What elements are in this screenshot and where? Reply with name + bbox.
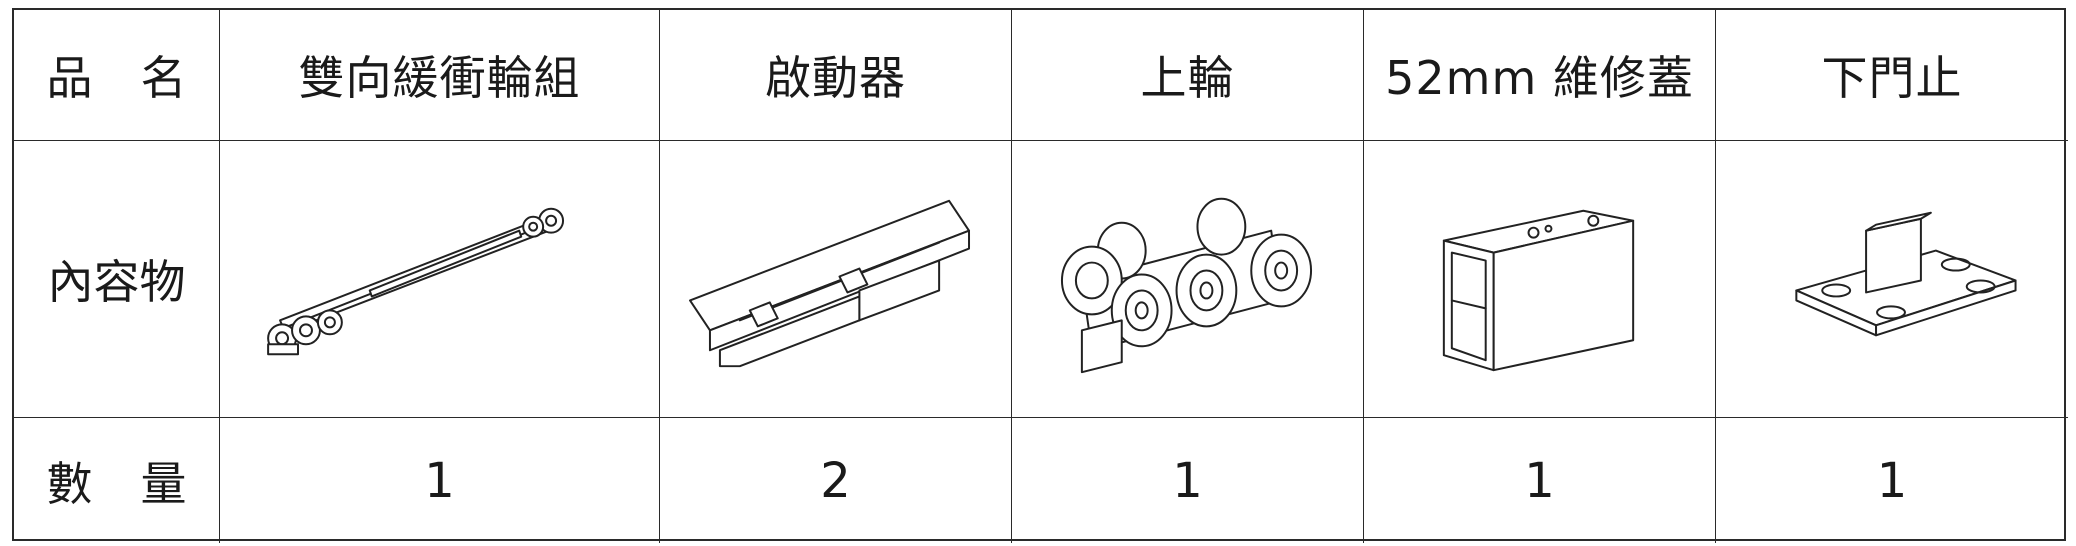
header-maintenance-cover: 52mm 維修蓋 xyxy=(1364,10,1716,141)
item-image-cell-4 xyxy=(1364,141,1716,418)
row-label-name-char-2: 名 xyxy=(140,51,187,105)
bottom-door-stop-icon xyxy=(1795,211,2017,337)
row-label-name-char-1: 品 xyxy=(46,51,93,105)
header-buffer-wheel-set: 雙向緩衝輪組 xyxy=(220,10,660,141)
buffer-rail-assembly-icon xyxy=(267,207,565,356)
maintenance-cover-icon xyxy=(1442,209,1635,372)
row-label-name: 品 名 xyxy=(14,10,220,141)
qty-cell-4: 1 xyxy=(1364,418,1716,543)
header-starter: 啟動器 xyxy=(660,10,1012,141)
qty-cell-5: 1 xyxy=(1876,452,1908,509)
item-image-cell-1 xyxy=(220,141,660,418)
qty-cell-3: 1 xyxy=(1012,418,1364,543)
qty-cell-2: 2 xyxy=(660,418,1012,543)
item-image-cell-2 xyxy=(660,141,1012,418)
starter-icon xyxy=(689,199,971,368)
item-image-cell-3 xyxy=(1012,141,1364,418)
top-wheel-icon xyxy=(1060,197,1313,374)
header-top-wheel: 上輪 xyxy=(1012,10,1364,141)
qty-cell-1: 1 xyxy=(220,418,660,543)
row-label-qty: 數 量 xyxy=(14,418,220,543)
parts-table: 品 名 雙向緩衝輪組 啟動器 上輪 52mm 維修蓋 下門止 內容物 xyxy=(12,8,2068,543)
row-label-qty-char-1: 數 xyxy=(46,456,93,511)
row-label-content: 內容物 xyxy=(14,141,220,418)
header-bottom-door-stop: 下門止 xyxy=(1716,10,2068,141)
row-label-qty-char-2: 量 xyxy=(140,456,187,511)
item-image-cell-5 xyxy=(1716,141,2068,418)
